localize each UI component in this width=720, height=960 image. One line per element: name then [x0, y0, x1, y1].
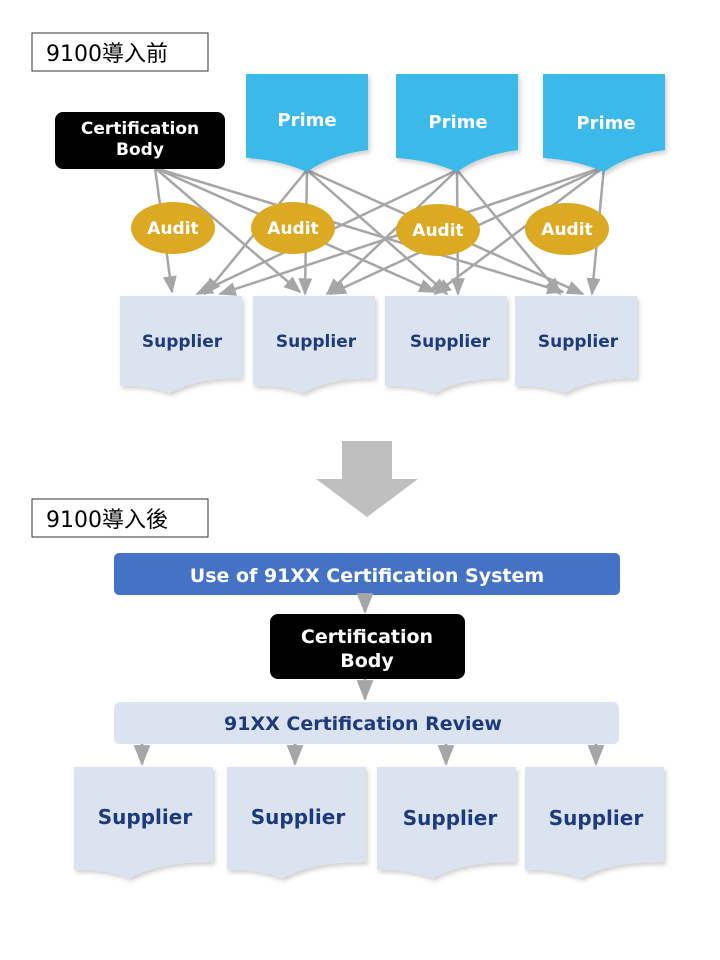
before-supplier-4-label: Supplier [538, 332, 619, 352]
after-supplier-1: Supplier [74, 767, 213, 878]
before-certification-body: Certification Body [55, 112, 225, 169]
after-supplier-3: Supplier [377, 767, 516, 878]
audit-3: Audit [396, 204, 480, 256]
before-supplier-3-label: Supplier [410, 332, 491, 352]
prime-1: Prime [246, 74, 368, 172]
before-supplier-2: Supplier [253, 296, 375, 393]
before-supplier-1: Supplier [120, 296, 242, 393]
before-supplier-4: Supplier [515, 296, 637, 393]
before-cb-line2: Body [116, 140, 164, 160]
prime-3: Prime [543, 74, 665, 172]
before-title: 9100導入前 [46, 42, 168, 67]
prime-2-label: Prime [428, 112, 487, 133]
audit-1: Audit [131, 202, 215, 254]
audit-4-label: Audit [541, 220, 592, 240]
audit-3-label: Audit [412, 221, 463, 241]
connector-arrow-1-2 [154, 167, 302, 294]
prime-3-label: Prime [576, 113, 635, 134]
connector-arrow-1-4 [154, 166, 565, 295]
after-supplier-2: Supplier [227, 767, 366, 878]
after-supplier-2-label: Supplier [251, 805, 346, 829]
after-banner: Use of 91XX Certification System [114, 553, 620, 595]
after-certification-body: Certification Body [270, 614, 465, 679]
connector-arrow-4-3 [433, 166, 605, 296]
after-supplier-3-label: Supplier [403, 806, 498, 830]
prime-2: Prime [396, 74, 518, 172]
after-title-box: 9100導入後 [31, 498, 209, 538]
before-cb-line1: Certification [81, 119, 199, 139]
before-title-box: 9100導入前 [31, 32, 209, 72]
after-title: 9100導入後 [46, 508, 168, 533]
after-supplier-1-label: Supplier [98, 805, 193, 829]
before-supplier-2-label: Supplier [276, 332, 357, 352]
audit-1-label: Audit [147, 219, 198, 239]
before-supplier-1-label: Supplier [142, 332, 223, 352]
after-banner-label: Use of 91XX Certification System [190, 565, 544, 587]
transition-down-arrow-icon [316, 441, 418, 517]
after-cb-line1: Certification [301, 626, 433, 648]
after-supplier-4-label: Supplier [549, 806, 644, 830]
prime-1-label: Prime [277, 110, 336, 131]
audit-2: Audit [251, 202, 335, 254]
connector-arrow-3-4 [456, 169, 562, 296]
before-supplier-3: Supplier [385, 296, 507, 393]
after-cb-line2: Body [340, 650, 394, 672]
connector-arrow-2-3 [306, 169, 449, 296]
after-review-label: 91XX Certification Review [224, 713, 502, 735]
audit-4: Audit [525, 203, 609, 255]
after-supplier-4: Supplier [525, 767, 664, 878]
after-review-bar: 91XX Certification Review [114, 702, 619, 744]
connector-arrow-3-2 [325, 169, 458, 296]
audit-2-label: Audit [267, 219, 318, 239]
